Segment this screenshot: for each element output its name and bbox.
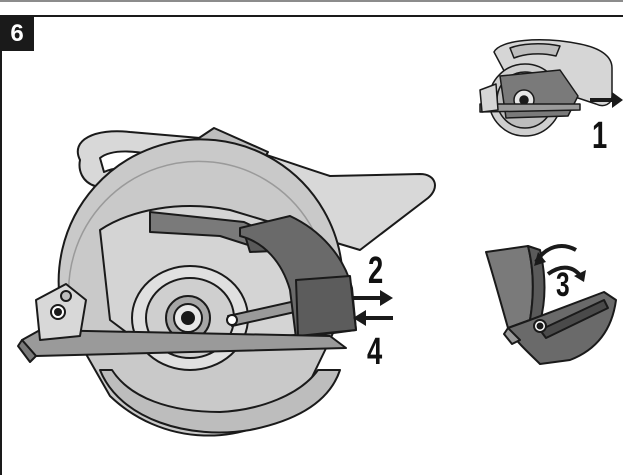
arrow-right-icon [590, 92, 623, 108]
rotate-arrows-icon [534, 244, 586, 282]
arrow-right-icon [352, 290, 393, 306]
saw-thumbnail-icon [479, 39, 613, 137]
step-label-3: 3 [556, 266, 570, 304]
blade-guard-part-icon [485, 245, 617, 365]
step-label-4: 4 [367, 331, 383, 373]
step-label-2: 2 [368, 250, 384, 292]
circular-saw-icon [17, 127, 436, 437]
arrow-left-icon [353, 310, 393, 326]
step-label-1: 1 [592, 115, 608, 157]
figure-number-badge: 6 [0, 16, 34, 51]
